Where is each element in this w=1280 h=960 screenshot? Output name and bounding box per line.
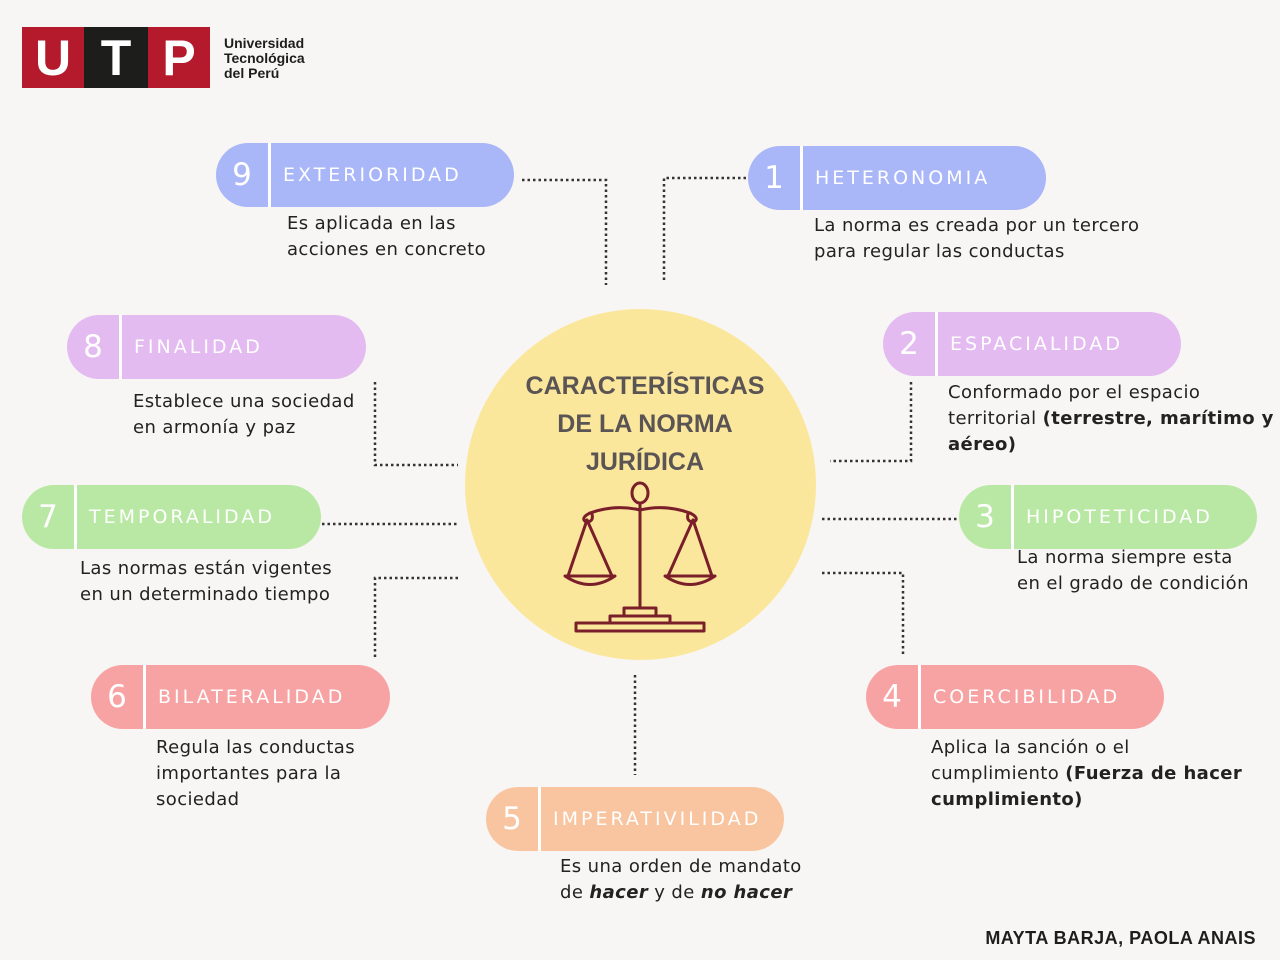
desc-text: cumplimiento (931, 763, 1066, 784)
pill-finalidad: 8 FINALIDAD (67, 315, 366, 379)
pill-heteronomia: 1 HETERONOMIA (748, 146, 1046, 210)
center-title-line: DE LA NORMA (557, 410, 733, 438)
pill-imperativilidad: 5 IMPERATIVILIDAD (486, 787, 784, 851)
pill-label: HETERONOMIA (815, 167, 991, 189)
pill-coercibilidad: 4 COERCIBILIDAD (866, 665, 1164, 729)
university-name-line: Universidad (224, 35, 305, 51)
desc-line: para regular las conductas (814, 241, 1065, 262)
desc-bold: cumplimiento) (931, 789, 1083, 810)
pill-divider (74, 485, 77, 549)
desc-exterioridad: Es aplicada en las acciones en concreto (287, 211, 486, 263)
desc-line: en armonía y paz (133, 417, 296, 438)
desc-line: Conformado por el espacio (948, 382, 1201, 403)
pill-label: EXTERIORIDAD (283, 164, 462, 186)
desc-line: Regula las conductas (156, 737, 356, 758)
desc-line: sociedad (156, 789, 240, 810)
desc-line: cumplimiento) (931, 787, 1242, 813)
desc-line: en un determinado tiempo (80, 584, 331, 605)
pill-divider (918, 665, 921, 729)
connector-8 (373, 382, 458, 467)
desc-coercibilidad: Aplica la sanción o el cumplimiento (Fue… (931, 735, 1242, 813)
center-title-line: CARACTERÍSTICAS (525, 372, 765, 400)
desc-line: aéreo) (948, 432, 1274, 458)
pill-number: 1 (764, 160, 784, 196)
desc-line: de hacer y de no hacer (560, 880, 802, 906)
pill-divider (538, 787, 541, 851)
desc-bold: aéreo) (948, 434, 1017, 455)
connector-2 (830, 382, 913, 463)
pill-divider (935, 312, 938, 376)
author-name: MAYTA BARJA, PAOLA ANAIS (985, 928, 1256, 948)
university-name-line: del Perú (224, 65, 280, 81)
pill-label: TEMPORALIDAD (89, 506, 275, 528)
pill-exterioridad: 9 EXTERIORIDAD (216, 143, 514, 207)
pill-label: ESPACIALIDAD (950, 333, 1123, 355)
logo-letter-u: U (22, 27, 84, 88)
pill-divider (1011, 485, 1014, 549)
pill-number: 9 (232, 157, 252, 193)
center-title-line: JURÍDICA (585, 448, 705, 476)
pill-label: COERCIBILIDAD (933, 686, 1121, 708)
pill-number: 3 (975, 499, 995, 535)
pill-bilateralidad: 6 BILATERALIDAD (91, 665, 390, 729)
pill-number: 8 (83, 329, 103, 365)
pill-divider (119, 315, 122, 379)
desc-bold: (terrestre, marítimo y (1042, 408, 1274, 429)
desc-line: acciones en concreto (287, 239, 486, 260)
desc-line: Las normas están vigentes (80, 558, 333, 579)
pill-temporalidad: 7 TEMPORALIDAD (22, 485, 321, 549)
desc-line: La norma es creada por un tercero (814, 215, 1140, 236)
desc-bold-italic: hacer (589, 882, 649, 903)
connector-9 (522, 178, 608, 285)
desc-line: Es una orden de mandato (560, 856, 802, 877)
pill-divider (143, 665, 146, 729)
university-name-line: Tecnológica (224, 50, 305, 66)
desc-line: cumplimiento (Fuerza de hacer (931, 761, 1242, 787)
desc-text: de (560, 882, 590, 903)
desc-line: Es aplicada en las (287, 213, 456, 234)
desc-imperativilidad: Es una orden de mandato de hacer y de no… (560, 854, 802, 906)
desc-temporalidad: Las normas están vigentes en un determin… (80, 556, 332, 608)
desc-line: en el grado de condición (1017, 573, 1249, 594)
logo-letter-p: P (148, 27, 210, 88)
pill-number: 5 (502, 801, 522, 837)
desc-hipoteticidad: La norma siempre esta en el grado de con… (1017, 545, 1249, 597)
desc-espacialidad: Conformado por el espacio territorial (t… (948, 380, 1274, 458)
desc-line: territorial (terrestre, marítimo y (948, 406, 1274, 432)
pill-label: BILATERALIDAD (158, 686, 346, 708)
pill-divider (268, 143, 271, 207)
center-title: CARACTERÍSTICAS DE LA NORMA JURÍDICA (490, 367, 800, 481)
desc-bold-italic: no hacer (700, 882, 793, 903)
logo-letter-t: T (84, 27, 148, 88)
scales-of-justice-icon (563, 481, 717, 633)
desc-heteronomia: La norma es creada por un tercero para r… (814, 213, 1139, 265)
desc-bilateralidad: Regula las conductas importantes para la… (156, 735, 355, 813)
pill-number: 2 (899, 326, 919, 362)
pill-number: 7 (38, 499, 58, 535)
pill-number: 4 (882, 679, 902, 715)
desc-line: Aplica la sanción o el (931, 737, 1130, 758)
connector-6 (373, 576, 458, 660)
pill-divider (800, 146, 803, 210)
desc-text: territorial (948, 408, 1043, 429)
desc-line: Establece una sociedad (133, 391, 355, 412)
pill-number: 6 (107, 679, 127, 715)
connector-1 (662, 176, 746, 283)
desc-finalidad: Establece una sociedad en armonía y paz (133, 389, 355, 441)
pill-label: IMPERATIVILIDAD (553, 808, 762, 830)
university-name: Universidad Tecnológica del Perú (224, 36, 305, 81)
connector-4 (822, 571, 905, 655)
pill-label: HIPOTETICIDAD (1026, 506, 1213, 528)
pill-hipoteticidad: 3 HIPOTETICIDAD (959, 485, 1257, 549)
desc-bold: (Fuerza de hacer (1065, 763, 1243, 784)
utp-logo: U T P (22, 27, 210, 88)
desc-line: importantes para la (156, 763, 342, 784)
pill-label: FINALIDAD (134, 336, 263, 358)
pill-espacialidad: 2 ESPACIALIDAD (883, 312, 1181, 376)
desc-line: La norma siempre esta (1017, 547, 1233, 568)
desc-text: y de (648, 882, 701, 903)
